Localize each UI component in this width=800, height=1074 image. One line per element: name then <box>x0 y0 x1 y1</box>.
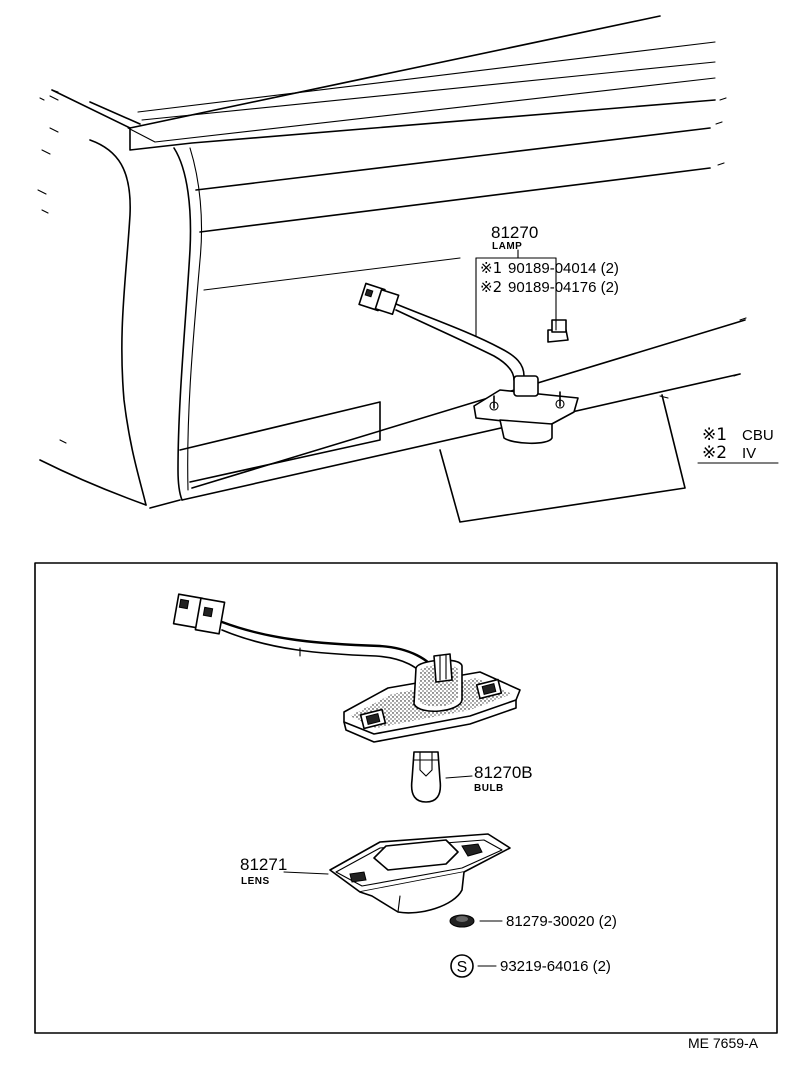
variant-legend: ※1 CBU ※2 IV <box>697 425 779 464</box>
lens-icon <box>283 833 511 914</box>
screw2-part-number: 90189-04176 (2) <box>508 279 619 296</box>
vehicle-rear-body <box>37 15 747 523</box>
screw1-mark: ※1 <box>480 259 502 277</box>
upper-leader-lines <box>475 249 557 337</box>
bulb-part-number: 81270B <box>474 763 533 782</box>
lens-part-number: 81271 <box>240 855 287 874</box>
lamp-housing-detail <box>343 653 521 743</box>
legend-mark-2: ※2 <box>702 443 727 463</box>
detail-frame <box>34 562 778 1034</box>
lens-part-name: LENS <box>241 876 270 887</box>
screw-part-number: 93219-64016 (2) <box>500 958 611 975</box>
lamp-wire-harness-upper <box>358 282 525 381</box>
license-lamp-mounted <box>473 375 579 445</box>
screw2-mark: ※2 <box>480 278 502 296</box>
legend-mark-1: ※1 <box>702 425 727 445</box>
nut-part-number: 81279-30020 (2) <box>506 913 617 930</box>
screw-symbol-icon: S <box>450 954 497 978</box>
svg-text:S: S <box>457 959 468 976</box>
clip-nut-icon <box>547 319 569 343</box>
lamp-wire-harness-detail <box>172 593 438 679</box>
bulb-part-name: BULB <box>474 783 504 794</box>
lamp-part-name: LAMP <box>492 241 522 252</box>
screw1-part-number: 90189-04014 (2) <box>508 260 619 277</box>
lamp-part-number: 81270 <box>491 223 538 242</box>
legend-text-1: CBU <box>742 427 774 444</box>
reference-code: ME 7659-A <box>688 1035 759 1051</box>
legend-text-2: IV <box>742 445 756 462</box>
bulb-icon <box>410 751 473 803</box>
nut-icon <box>449 914 503 928</box>
